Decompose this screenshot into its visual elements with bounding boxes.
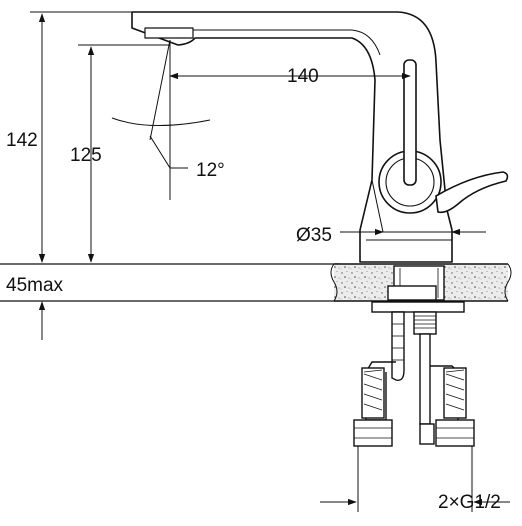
dimension-lines [30,11,510,512]
spout-height-label: 125 [70,145,102,166]
spout-angle-label: 12° [196,160,225,181]
overall-height-label: 142 [6,130,38,151]
deck-thickness-label: 45max [6,275,64,296]
mounting-hardware [371,265,465,425]
lever-handle [378,59,509,214]
spout-reach-label: 140 [287,66,319,87]
connection-label: 2×G1/2 [438,492,501,513]
body-diameter-label: Ø35 [296,225,332,246]
flexible-hoses [353,361,475,447]
